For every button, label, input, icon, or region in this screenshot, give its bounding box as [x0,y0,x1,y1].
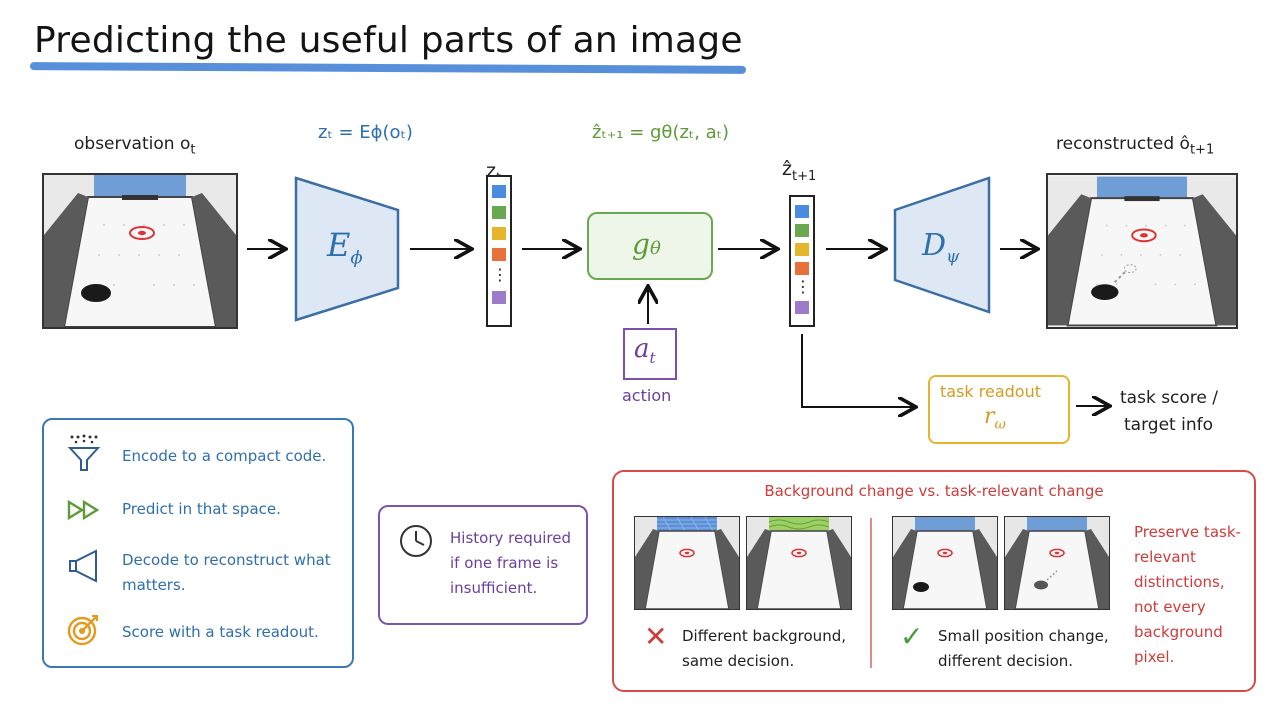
next-latent-label-text: ẑ [782,158,792,180]
predictor-label-text: g [632,228,650,261]
target-icon [67,615,98,646]
action-block [623,328,677,380]
air-hockey-table-icon [44,175,236,327]
observation-label-sub: t [190,142,196,158]
latent-ellipsis: ⋮ [492,265,508,284]
comparison-panel: Background change vs. task-relevant chan… [612,470,1256,692]
legend-item-predict: Predict in that space. [122,500,281,518]
legend-panel: Encode to a compact code. Predict in tha… [42,418,354,668]
next-latent-ellipsis: ⋮ [795,277,811,296]
observation-label: observation ot [74,134,195,157]
predictor-block [587,212,713,280]
task-readout-symbol: rω [984,404,1006,432]
encoder-label-text: E [327,226,351,264]
next-latent-cell [795,224,809,237]
right-caption: Small position change, different decisio… [938,627,1109,670]
task-readout-symbol-sub: ω [994,416,1006,433]
task-readout-title: task readout [940,382,1041,401]
decoder-block [893,176,991,314]
reconstructed-label-text: reconstructed ô [1056,134,1190,154]
encoder-label-sub: ϕ [350,247,363,269]
reconstructed-image [1046,173,1238,329]
comparison-divider [870,518,872,668]
clock-icon [400,525,432,557]
action-label-sub: t [649,349,656,368]
air-hockey-table-icon [1048,176,1236,327]
reconstructed-label: reconstructed ôt+1 [1056,134,1214,157]
predictor-formula: ẑₜ₊₁ = gθ(zₜ, aₜ) [592,122,730,143]
next-latent-label-sub: t+1 [791,168,817,184]
legend-item-encode: Encode to a compact code. [122,447,327,465]
readout-output-line2: target info [1124,415,1213,435]
latent-cell [492,227,506,240]
background-variant-b [746,516,852,610]
next-latent-cell [795,262,809,275]
action-label-text: a [634,334,650,364]
decoder-label-text: D [922,228,947,263]
comparison-title: Background change vs. task-relevant chan… [764,482,1104,500]
air-hockey-table-icon [1005,517,1109,609]
legend-item-score: Score with a task readout. [122,623,319,641]
decoder-label-sub: ψ [946,247,960,267]
cross-icon: ✕ [644,620,668,653]
next-latent-cell [795,301,809,314]
latent-cell [492,248,506,261]
encoder-block [294,176,400,322]
left-caption: Different background, same decision. [682,627,846,670]
task-readout-block [928,375,1070,444]
action-label: at [634,334,656,367]
next-latent-cell [795,243,809,256]
history-note-text: History required if one frame is insuffi… [450,529,571,597]
next-latent-cell [795,205,809,218]
check-icon: ✓ [900,620,924,653]
legend-item-decode: Decode to reconstruct what matters. [122,551,331,594]
observation-label-text: observation o [74,134,191,154]
background-variant-a [634,516,740,610]
action-caption: action [622,386,672,405]
latent-label-text: z [486,160,496,182]
comparison-side-note: Preserve task-relevant distinctions, not… [1134,523,1241,666]
decoder-label: Dψ [922,228,959,267]
latent-cell [492,291,506,304]
air-hockey-table-icon [747,517,851,609]
observation-image [42,173,238,329]
latent-cell [492,185,506,198]
air-hockey-table-icon [635,517,739,609]
task-readout-symbol-text: r [984,404,995,429]
encoder-formula: zₜ = Eϕ(oₜ) [318,122,413,143]
reconstructed-label-sub: t+1 [1189,142,1215,158]
page-title: Predicting the useful parts of an image [34,20,743,61]
predictor-label-sub: θ [649,238,661,259]
encoder-label: Eϕ [327,226,363,268]
next-latent-label: ẑt+1 [782,158,816,184]
position-variant-b [1004,516,1110,610]
latent-vector: ⋮ [486,175,512,327]
predictor-label: gθ [632,228,661,261]
fast-forward-icon [67,499,100,521]
position-variant-a [892,516,998,610]
speaker-icon [69,549,97,583]
air-hockey-table-icon [893,517,997,609]
latent-cell [492,206,506,219]
history-note-panel: History required if one frame is insuffi… [378,505,588,625]
funnel-icon [67,434,101,471]
readout-output-line1: task score / [1120,388,1218,408]
next-latent-vector: ⋮ [789,195,815,327]
